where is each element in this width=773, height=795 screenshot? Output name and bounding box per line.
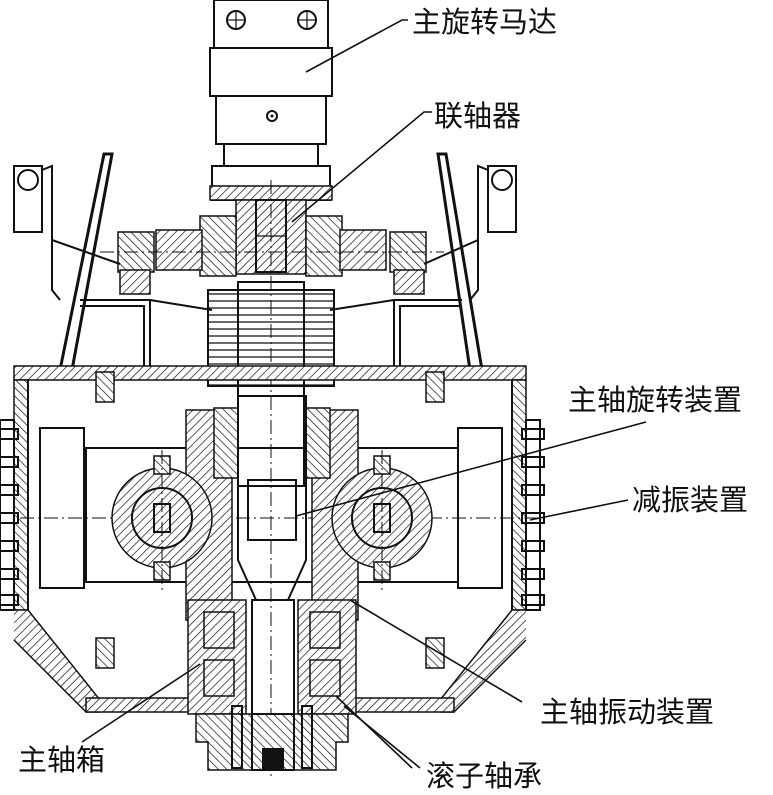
side-bolt bbox=[0, 594, 19, 606]
side-bolt bbox=[521, 456, 545, 468]
side-bolt bbox=[521, 428, 545, 440]
label-damping: 减振装置 bbox=[632, 483, 748, 517]
side-bolt bbox=[521, 540, 545, 552]
label-spindle-rotation: 主轴旋转装置 bbox=[568, 383, 742, 417]
side-bolt bbox=[0, 428, 19, 440]
side-bolt bbox=[521, 512, 545, 524]
frame-part bbox=[13, 152, 517, 371]
label-spindle-vibration: 主轴振动装置 bbox=[540, 695, 714, 729]
leader-lines bbox=[81, 19, 647, 769]
side-bolt bbox=[0, 456, 19, 468]
side-bolt bbox=[0, 540, 19, 552]
motor-part bbox=[209, 0, 333, 201]
side-bolt bbox=[0, 568, 19, 580]
side-bolt bbox=[521, 568, 545, 580]
spindle-part bbox=[185, 395, 359, 771]
label-coupling: 联轴器 bbox=[434, 99, 521, 133]
side-bolt bbox=[0, 484, 19, 496]
label-roller-bearing: 滚子轴承 bbox=[426, 759, 542, 793]
side-bolt bbox=[521, 484, 545, 496]
housing-part bbox=[0, 365, 545, 713]
damper-part bbox=[111, 450, 433, 590]
label-motor: 主旋转马达 bbox=[412, 5, 557, 39]
side-bolt bbox=[521, 594, 545, 606]
side-bolt bbox=[0, 512, 19, 524]
label-spindle-box: 主轴箱 bbox=[18, 743, 105, 777]
coupling-part bbox=[100, 199, 444, 295]
